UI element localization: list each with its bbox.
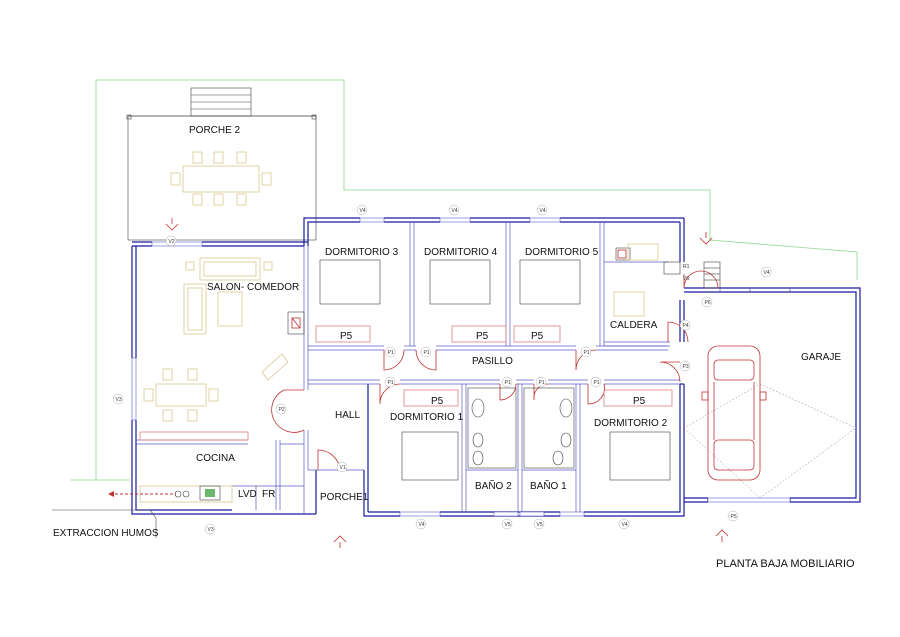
closet-label-p5-4: P5: [431, 396, 444, 407]
room-labels: PORCHE 2 SALON- COMEDOR COCINA LVD FR HA…: [53, 125, 841, 539]
tag-v4-4: V4: [419, 522, 425, 528]
label-porche2: PORCHE 2: [189, 125, 241, 136]
label-dorm1: DORMITORIO 1: [390, 412, 464, 423]
tag-p5: P5: [731, 514, 737, 520]
label-porche1: PORCHE1: [320, 492, 369, 503]
label-dorm4: DORMITORIO 4: [424, 247, 498, 258]
garage-walls: [683, 287, 861, 503]
car-icon: [701, 345, 767, 481]
label-pasillo: PASILLO: [472, 356, 513, 367]
label-dorm5: DORMITORIO 5: [525, 247, 599, 258]
tag-v4-1: V4: [360, 208, 366, 214]
drawing-title: PLANTA BAJA MOBILIARIO: [716, 558, 855, 570]
tag-v4-2: V4: [452, 208, 458, 214]
label-hall: HALL: [335, 410, 360, 421]
site-boundary: [70, 79, 858, 481]
element-tags: V4 V4 V4 V2 V3 V3 V1 V4 V5 V5 V4 V4 P1 P…: [112, 204, 772, 535]
tag-p1-6: P1: [539, 380, 545, 386]
tag-p1-7: P1: [594, 380, 600, 386]
salon-dining-table: [143, 368, 219, 422]
tag-v5-2: V5: [537, 522, 543, 528]
tag-v4-3: V4: [540, 208, 546, 214]
tag-v1: V1: [340, 465, 346, 471]
entry-arrows: [165, 218, 729, 548]
tag-v3-1: V3: [116, 397, 122, 403]
tag-v4-5: V4: [622, 522, 628, 528]
tag-v4-6: V4: [764, 270, 770, 276]
tag-v2: V2: [169, 239, 175, 245]
label-salon: SALON- COMEDOR: [207, 282, 299, 293]
tag-p3: P3: [683, 364, 689, 370]
tag-p1-1: P1: [388, 350, 394, 356]
label-dorm3: DORMITORIO 3: [325, 247, 399, 258]
doors: [271, 270, 719, 471]
tag-r1: R1: [683, 264, 690, 270]
kitchen-fixtures: [52, 431, 249, 538]
tag-p1-3: P1: [584, 350, 590, 356]
closet-label-p5-5: P5: [633, 396, 646, 407]
closet-label-p5-2: P5: [476, 331, 489, 342]
tag-p6: P6: [705, 300, 711, 306]
porche2-area: [126, 87, 317, 241]
tag-p1-2: P1: [424, 350, 430, 356]
porche2-table: [170, 151, 272, 206]
tag-v5-1: V5: [505, 522, 511, 528]
closet-label-p5-1: P5: [340, 331, 353, 342]
bedroom-furniture: [315, 243, 721, 481]
bathroom-fixtures: [467, 387, 575, 469]
label-bano2: BAÑO 2: [475, 479, 512, 492]
label-cocina: COCINA: [196, 453, 235, 464]
label-garaje: GARAJE: [801, 352, 841, 363]
tag-v3-2: V3: [208, 527, 214, 533]
tag-v6: V6: [683, 276, 689, 282]
salon-furniture: [183, 257, 305, 381]
label-fr: FR: [262, 489, 275, 500]
tag-p4: P4: [683, 323, 689, 329]
label-extraccion-humos: EXTRACCION HUMOS: [53, 528, 159, 539]
tag-p1-5: P1: [505, 380, 511, 386]
windows: [131, 217, 791, 517]
label-bano1: BAÑO 1: [530, 479, 567, 492]
outer-walls: [131, 217, 685, 517]
closet-label-p5-3: P5: [531, 331, 544, 342]
tag-p1-4: P1: [388, 380, 394, 386]
label-lvd: LVD: [238, 489, 257, 500]
inner-walls: [136, 222, 681, 514]
tag-p2: P2: [279, 407, 285, 413]
label-caldera: CALDERA: [610, 320, 658, 331]
label-dorm2: DORMITORIO 2: [594, 418, 668, 429]
